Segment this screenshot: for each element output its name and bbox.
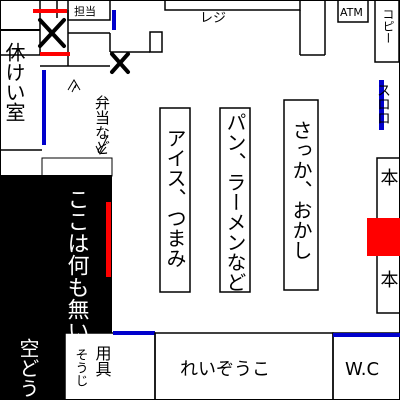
- break-room-label: 休けい室: [2, 42, 26, 122]
- books-label-bottom: 本: [378, 270, 399, 288]
- wc-label: W.C: [345, 359, 379, 380]
- void-area: [0, 175, 112, 333]
- shelf-snacks: [283, 99, 319, 291]
- bread-label: パン、ラーメンなど: [223, 112, 247, 292]
- register-label: レジ: [200, 11, 226, 26]
- bento-shelf: [41, 157, 113, 177]
- atm-label: ATM: [340, 6, 363, 19]
- x-mark-icon: [38, 18, 66, 48]
- arrow-icon: [67, 79, 81, 91]
- red-marker: [367, 218, 400, 256]
- copier-box: [374, 0, 400, 63]
- arrow-curve: [71, 84, 77, 93]
- x-mark-icon: [110, 52, 130, 74]
- arrow-line: [99, 134, 109, 153]
- blue-marker: [333, 333, 400, 337]
- red-marker: [40, 52, 70, 56]
- bento-label: 弁当など: [93, 95, 111, 155]
- counter-top: [164, 0, 301, 11]
- staff-label: 担当: [74, 4, 96, 18]
- refrigerator-label: れいぞうこ: [180, 359, 270, 380]
- atm-box: [337, 0, 369, 23]
- red-marker: [33, 9, 67, 13]
- snacks-label: さっか、おかし: [289, 120, 313, 260]
- arrow-icon: [95, 145, 107, 155]
- shelf-bread: [219, 107, 251, 293]
- red-marker: [106, 202, 111, 277]
- empty-label: 空どう: [16, 338, 40, 398]
- blue-marker: [379, 80, 384, 130]
- copier-label: コピー: [381, 8, 395, 44]
- blue-marker: [112, 10, 116, 30]
- tools-label-2: そうじ: [73, 348, 88, 387]
- blue-marker: [42, 70, 46, 145]
- small-box: [149, 31, 163, 53]
- void-area: [0, 333, 65, 400]
- nothing-label: ここは何も無い。: [64, 188, 90, 364]
- tools-label: 用具: [93, 345, 112, 377]
- ice-label: アイス、つまみ: [163, 128, 187, 268]
- blue-marker: [113, 331, 155, 335]
- shelf-ice: [159, 107, 191, 293]
- slot-label: スロロ: [375, 83, 391, 125]
- books-label-top: 本: [378, 168, 399, 186]
